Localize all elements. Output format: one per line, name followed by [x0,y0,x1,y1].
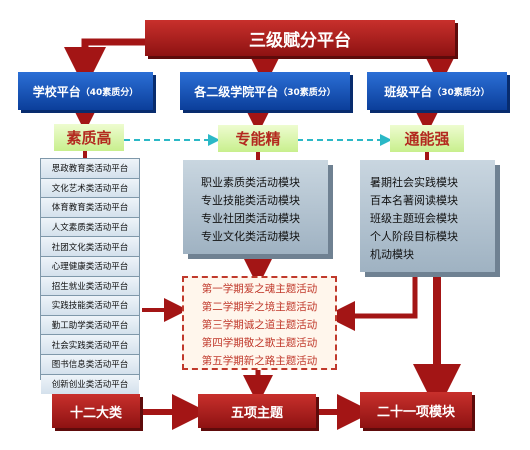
platform-class: 班级平台（30素质分） [367,72,507,110]
goal-general: 通能强 [390,125,464,152]
list-item: 机动模块 [370,248,414,261]
goal-quality: 素质高 [54,124,124,151]
class-module-box: 暑期社会实践模块 百本名著阅读模块 班级主题班会模块 个人阶段目标模块 机动模块 [360,160,495,272]
list-item: 招生就业类活动平台 [41,276,139,297]
bottom-five-themes: 五项主题 [198,394,316,428]
list-item: 勤工助学类活动平台 [41,315,139,336]
platform-school-note: （40素质分） [80,87,139,98]
bottom-twelve-text: 十二大类 [69,405,122,421]
goal-specialty: 专能精 [218,125,298,152]
list-item: 第五学期新之路主题活动 [201,355,318,367]
list-item: 第四学期敬之歌主题活动 [201,337,318,349]
list-item: 职业素质类活动模块 [201,176,300,189]
list-item: 专业社团类活动模块 [201,212,300,225]
school-activity-list: 思政教育类活动平台 文化艺术类活动平台 体育教育类活动平台 人文素质类活动平台 … [40,158,140,395]
list-item: 第三学期诚之道主题活动 [201,319,318,331]
platform-class-note: （30素质分） [432,87,490,98]
platform-college-name: 各二级学院平台 [194,84,279,99]
list-item: 创新创业类活动平台 [41,374,139,395]
bottom-twentyone-text: 二十一项模块 [376,404,455,420]
list-item: 社团文化类活动平台 [41,237,139,257]
list-item: 专业技能类活动模块 [201,194,300,207]
arrow-top-to-school [64,38,145,89]
list-item: 心理健康类活动平台 [41,256,139,277]
list-item: 人文素质类活动平台 [41,217,139,238]
bottom-twelve-categories: 十二大类 [52,394,140,428]
list-item: 班级主题班会模块 [370,212,458,225]
goal-specialty-text: 专能精 [235,130,281,148]
top-title-text: 三级赋分平台 [249,30,351,51]
arrow-class-themes [325,272,418,331]
platform-school-name: 学校平台 [32,84,81,99]
top-title-banner: 三级赋分平台 [145,20,455,56]
bottom-five-text: 五项主题 [230,405,283,421]
list-item: 实践技能类活动平台 [41,296,139,316]
list-item: 体育教育类活动平台 [41,198,139,218]
platform-school: 学校平台（40素质分） [18,72,153,110]
list-item: 个人阶段目标模块 [370,230,458,243]
college-module-box: 职业素质类活动模块 专业技能类活动模块 专业社团类活动模块 专业文化类活动模块 [183,160,328,254]
list-item: 百本名著阅读模块 [370,194,458,207]
list-item: 文化艺术类活动平台 [41,178,139,199]
list-item: 社会实践类活动平台 [41,335,139,355]
platform-class-name: 班级平台 [384,84,433,99]
list-item: 暑期社会实践模块 [370,176,458,189]
list-item: 第二学期学之境主题活动 [201,301,318,313]
list-item: 思政教育类活动平台 [41,159,139,179]
semester-theme-box: 第一学期爱之魂主题活动 第二学期学之境主题活动 第三学期诚之道主题活动 第四学期… [182,276,337,370]
list-item: 专业文化类活动模块 [201,230,300,243]
bottom-twentyone-modules: 二十一项模块 [360,392,472,428]
goal-general-text: 通能强 [404,130,450,148]
goal-quality-text: 素质高 [66,129,112,147]
list-item: 图书信息类活动平台 [41,354,139,375]
platform-college-note: （30素质分） [278,87,336,98]
platform-college: 各二级学院平台（30素质分） [180,72,350,110]
list-item: 第一学期爱之魂主题活动 [201,283,318,295]
